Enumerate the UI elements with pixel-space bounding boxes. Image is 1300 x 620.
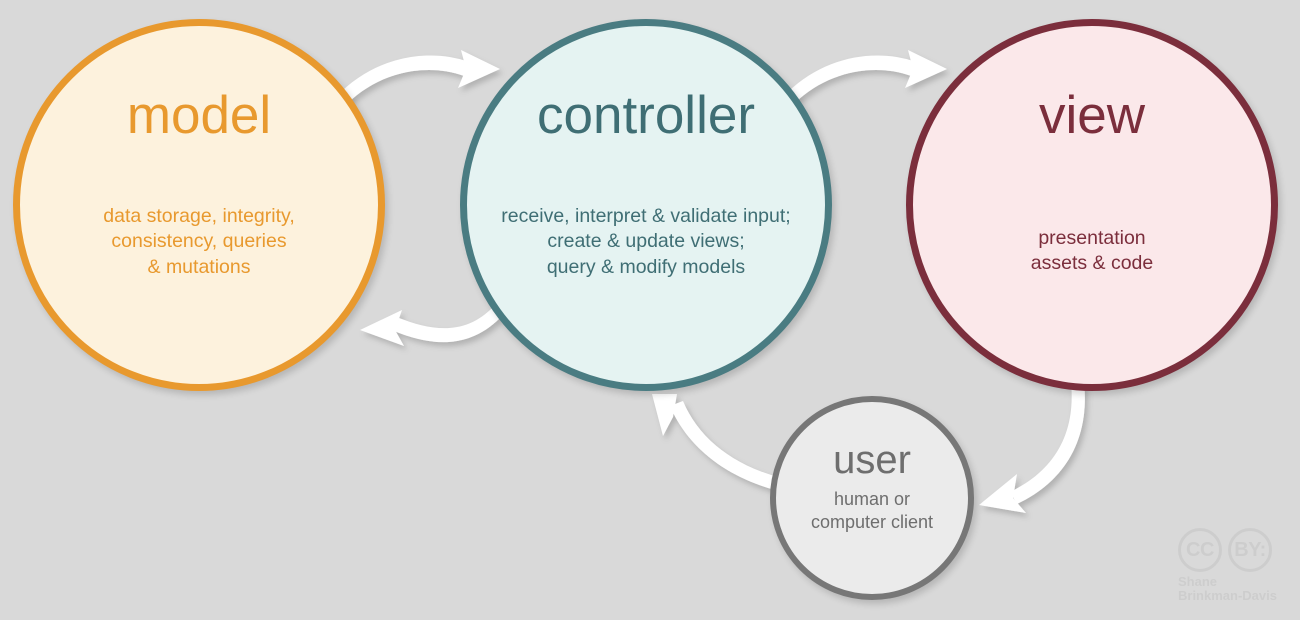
node-controller-description: receive, interpret & validate input; cre… [501, 205, 791, 278]
node-model[interactable]: model data storage, integrity, consisten… [13, 19, 385, 391]
node-controller[interactable]: controller receive, interpret & validate… [460, 19, 832, 391]
node-view[interactable]: view presentation assets & code [906, 19, 1278, 391]
arrow-controller-to-view [788, 50, 947, 103]
arrow-controller-to-model [360, 306, 500, 346]
arrow-user-to-controller [652, 394, 778, 490]
creative-commons-icon: CC [1178, 528, 1222, 572]
cc-mark-group: CC BY: [1178, 528, 1290, 572]
node-view-description: presentation assets & code [1030, 227, 1154, 275]
creative-commons-badge: CC BY: Shane Brinkman-Davis [1178, 528, 1290, 608]
node-view-title: view [1038, 86, 1146, 145]
license-author: Shane Brinkman-Davis [1178, 574, 1277, 604]
arrow-view-to-user [979, 382, 1085, 513]
node-user[interactable]: user human or computer client [770, 396, 974, 600]
node-user-description: human or computer client [810, 489, 934, 533]
node-controller-title: controller [537, 86, 755, 145]
attribution-by-icon: BY: [1228, 528, 1272, 572]
node-model-description: data storage, integrity, consistency, qu… [103, 205, 295, 278]
arrow-model-to-controller [341, 50, 500, 103]
node-model-title: model [126, 86, 272, 145]
node-user-title: user [833, 438, 911, 482]
